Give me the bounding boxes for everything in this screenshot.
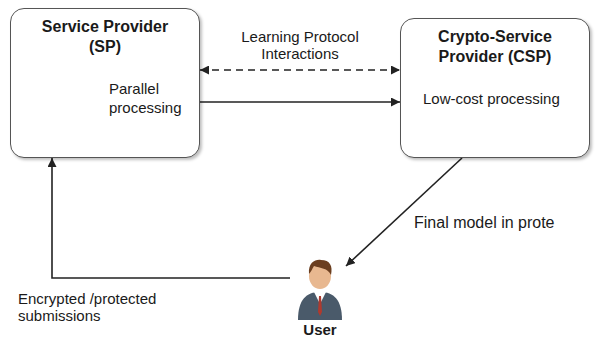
node-body: Low-cost processing	[423, 89, 579, 108]
node-title: User	[288, 256, 352, 340]
user-actor: User	[288, 256, 352, 340]
process-box: Crypto-Service Provider (CSP) Low-cost pr…	[400, 18, 590, 158]
connector-arrow	[346, 158, 462, 266]
node-body: Parallel processing	[109, 79, 189, 117]
user-figure	[290, 256, 350, 320]
node-title: Service Provider (SP)	[25, 17, 185, 57]
connector-arrow	[200, 69, 400, 71]
connector-arrow	[200, 101, 400, 103]
connector-arrow	[52, 158, 290, 278]
node-title: Crypto-Service Provider (CSP)	[420, 27, 570, 67]
edge-label: Final model in prote	[414, 214, 555, 231]
edge-label: Encrypted /protected submissions	[18, 290, 196, 324]
process-box: Service Provider (SP) Parallel processing	[10, 8, 200, 158]
edge-label: Learning Protocol Interactions	[228, 28, 372, 62]
